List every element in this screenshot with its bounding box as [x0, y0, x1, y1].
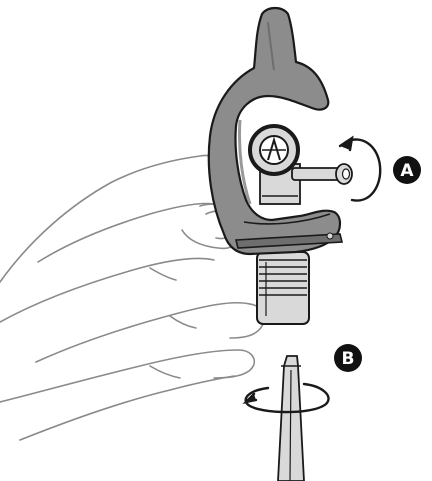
hand-little-finger [0, 349, 256, 403]
clamp-lower-jaw [243, 213, 331, 225]
hand-palm-lower [19, 375, 235, 441]
adjustment-knob [248, 124, 300, 176]
clamp-base-plate [234, 233, 344, 249]
callout-a: A [393, 156, 421, 184]
hand-back-outline [0, 154, 227, 283]
hand-middle-finger [0, 257, 215, 323]
hand-ring-finger [35, 301, 251, 363]
callout-b: B [334, 344, 362, 372]
callout-a-label: A [400, 161, 414, 181]
clamp-frame [207, 6, 342, 256]
rotate-clockwise-arrow-icon [338, 135, 382, 202]
threaded-barrel [256, 251, 310, 325]
hand-index-finger [37, 202, 215, 263]
set-screw [291, 163, 353, 185]
rotate-arrow-icon [242, 382, 330, 414]
barrel-threads [259, 259, 307, 296]
callout-b-label: B [342, 349, 355, 369]
knob-triangle-marker [267, 136, 281, 161]
hand-illustration [0, 154, 266, 441]
clamp-body [207, 6, 344, 256]
screwdriver-icon [277, 355, 305, 481]
